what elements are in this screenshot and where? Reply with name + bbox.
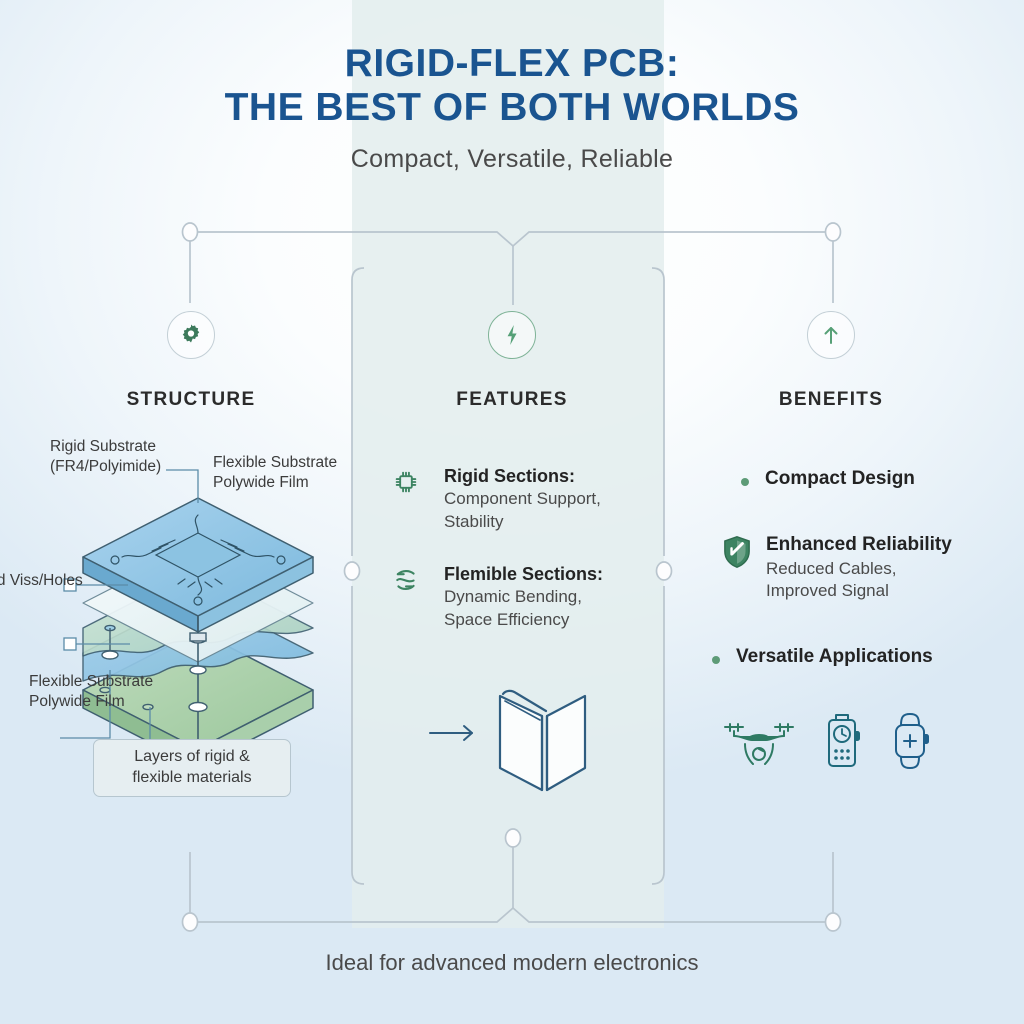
- title-line-1: RIGID-FLEX PCB:: [344, 42, 680, 85]
- feature-item-rigid-sections: Rigid Sections: Component Support, Stabi…: [392, 464, 622, 533]
- feature-title: Rigid Sections:: [444, 466, 576, 486]
- label-flexible-substrate-top: Flexible Substrate Polywide Film: [213, 454, 338, 492]
- benefit-title: Enhanced Reliability: [766, 534, 952, 555]
- benefit-item-compact-design: Compact Design: [731, 467, 991, 492]
- column-label-features: FEATURES: [456, 389, 568, 410]
- benefit-title: Compact Design: [765, 468, 915, 489]
- arrow-right-icon: [429, 725, 473, 741]
- title-line-2: THE BEST OF BOTH WORLDS: [224, 85, 800, 129]
- feature-description: Component Support, Stability: [444, 489, 601, 531]
- lightning-bolt-icon: [488, 311, 536, 359]
- application-device-icons: [722, 708, 932, 774]
- bullet-dot: [741, 478, 749, 486]
- column-label-structure: STRUCTURE: [126, 389, 256, 410]
- subtitle: Compact, Versatile, Reliable: [350, 145, 674, 174]
- feature-item-flexible-sections: Flemible Sections: Dynamic Bending, Spac…: [392, 562, 622, 631]
- shield-check-icon: [722, 535, 752, 569]
- gear-icon: [167, 311, 215, 359]
- column-header-features: FEATURES: [392, 311, 632, 411]
- structure-column: Rigid Substrate (FR4/Polyimide) Flexible…: [0, 0, 352, 1024]
- page-title: RIGID-FLEX PCB: THE BEST OF BOTH WORLDS …: [0, 42, 1024, 174]
- folded-flex-board-icon: [429, 689, 587, 792]
- benefit-title: Versatile Applications: [736, 646, 933, 667]
- label-rigid-substrate: Rigid Substrate (FR4/Polyimide): [50, 438, 162, 476]
- benefit-description: Reduced Cables, Improved Signal: [766, 558, 897, 600]
- arrow-up-icon: [807, 311, 855, 359]
- column-header-structure: STRUCTURE: [71, 311, 311, 411]
- label-plated-vias-holes: ted Viss/Holes: [0, 572, 83, 589]
- feature-title: Flemible Sections:: [444, 564, 604, 584]
- footer-caption: Ideal for advanced modern electronics: [325, 950, 699, 975]
- structure-caption-box: Layers of rigid & flexible materials: [93, 739, 291, 797]
- column-label-benefits: BENEFITS: [778, 389, 884, 410]
- drone-icon: [724, 723, 794, 765]
- bullet-dot: [712, 656, 720, 664]
- benefit-item-versatile-applications: Versatile Applications: [712, 645, 972, 670]
- column-header-benefits: BENEFITS: [711, 311, 951, 411]
- exploded-pcb-layer-stack: [60, 469, 314, 775]
- handheld-device-icon: [828, 714, 860, 767]
- smartwatch-icon: [895, 713, 929, 769]
- feature-description: Dynamic Bending, Space Efficiency: [444, 587, 582, 629]
- chip-icon: [392, 468, 422, 498]
- label-flexible-substrate-bottom: Flexible Substrate Polywide Film: [29, 673, 154, 711]
- benefit-item-enhanced-reliability: Enhanced Reliability Reduced Cables, Imp…: [722, 533, 982, 602]
- flex-wave-icon: [392, 566, 422, 596]
